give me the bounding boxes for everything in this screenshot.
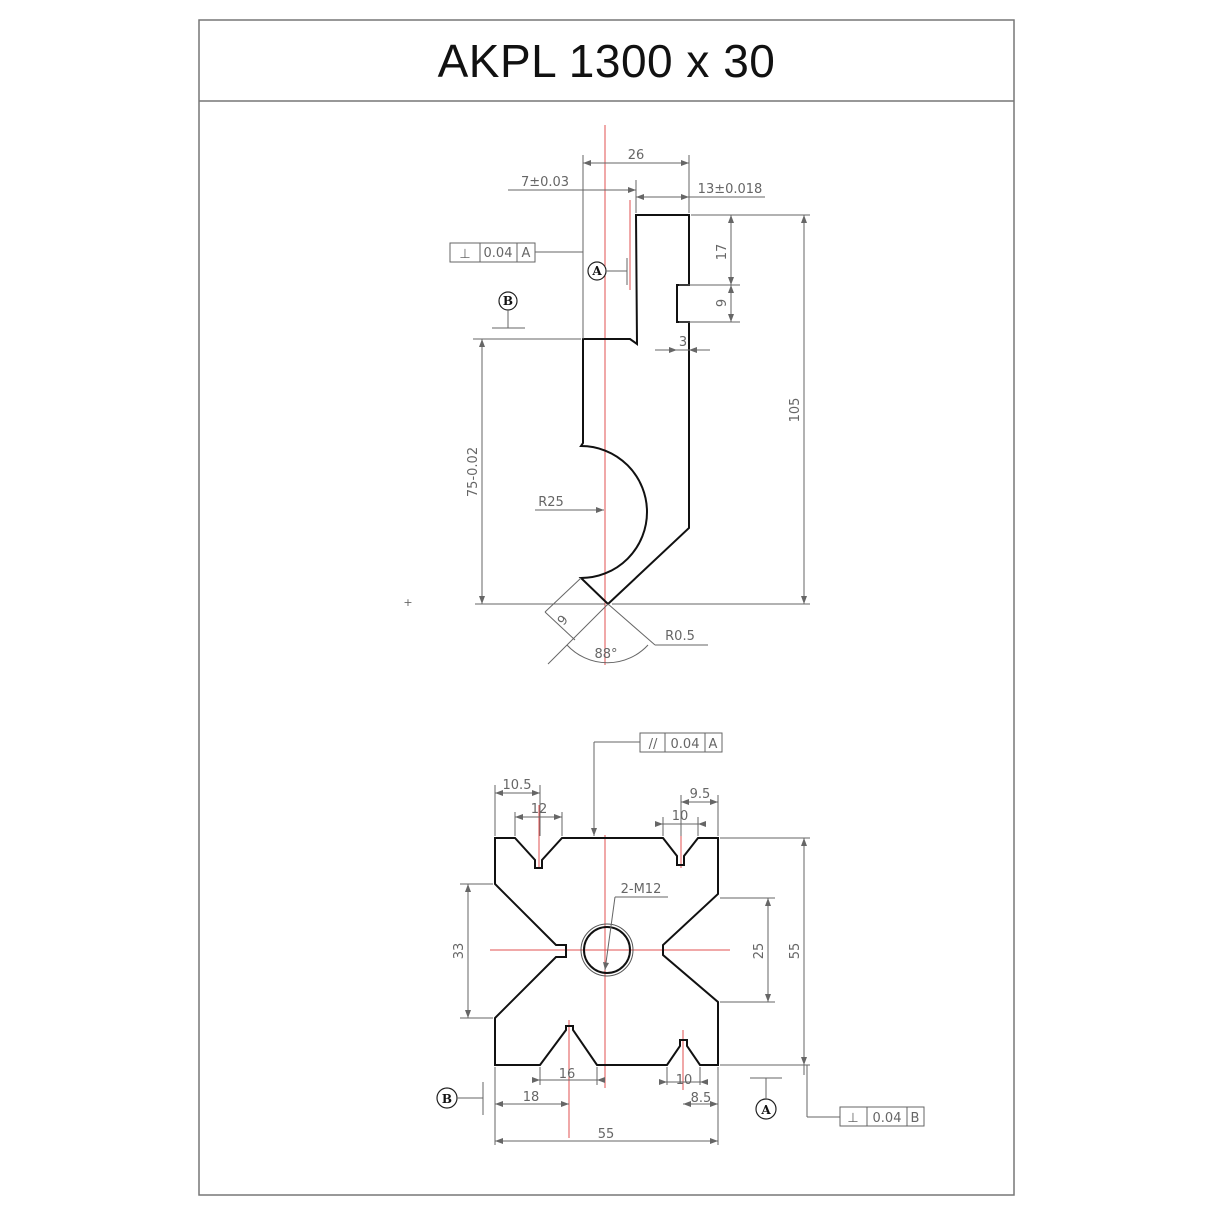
parallel-datum: A bbox=[709, 737, 718, 752]
dim-total-height: 105 bbox=[612, 215, 810, 605]
label-radius: R25 bbox=[538, 495, 564, 510]
title-block: AKPL 1300 x 30 bbox=[199, 20, 1014, 101]
drawing-title: AKPL 1300 x 30 bbox=[437, 34, 776, 87]
perp-bottom-datum: B bbox=[911, 1111, 920, 1126]
label-notch-depth: 3 bbox=[679, 335, 687, 350]
dim-lower-height: 75-0.02 bbox=[466, 338, 605, 605]
dim-offset-right: 13±0.018 bbox=[636, 182, 765, 200]
sheet-border bbox=[198, 19, 1015, 1196]
dim-notch-depth: 3 bbox=[655, 335, 710, 353]
label-notch-height: 9 bbox=[715, 299, 730, 307]
parallel-symbol: // bbox=[649, 737, 658, 752]
tolerance-frame-parallel: // 0.04 A bbox=[591, 732, 723, 836]
label-right-inner: 25 bbox=[752, 943, 767, 960]
label-top-right-v: 10 bbox=[672, 809, 689, 824]
label-bottom-v-right: 10 bbox=[676, 1073, 693, 1088]
label-angle: 88° bbox=[594, 647, 617, 662]
label-lower-height: 75-0.02 bbox=[466, 447, 481, 497]
label-tip-radius: R0.5 bbox=[665, 629, 695, 644]
datum-a-label: A bbox=[591, 264, 602, 278]
svg-text:+: + bbox=[403, 596, 412, 609]
label-left-height: 33 bbox=[452, 943, 467, 960]
label-right-total: 55 bbox=[788, 943, 803, 960]
label-top-left-v: 12 bbox=[531, 802, 548, 817]
perp-datum: A bbox=[522, 246, 531, 261]
dim-radius: R25 bbox=[535, 495, 604, 513]
datum-a-bottom: A bbox=[750, 1077, 782, 1120]
label-bottom-v-left: 16 bbox=[559, 1067, 576, 1082]
parallel-value: 0.04 bbox=[671, 737, 700, 752]
label-hole: 2-M12 bbox=[621, 882, 662, 897]
label-top-right-offset: 9.5 bbox=[690, 787, 711, 802]
label-bottom-width: 55 bbox=[598, 1127, 615, 1142]
label-total-height: 105 bbox=[788, 398, 803, 423]
label-offset-left: 7±0.03 bbox=[521, 175, 569, 190]
dim-left-height: 33 bbox=[452, 883, 493, 1019]
label-bottom-right-offset: 8.5 bbox=[691, 1091, 712, 1106]
dim-top-left: 10.5 12 bbox=[494, 778, 563, 836]
dim-bottom-right-v: 10 bbox=[659, 1067, 708, 1088]
dim-bottom-right-offset: 8.5 bbox=[683, 1067, 719, 1145]
dim-width-26: 26 bbox=[582, 148, 690, 339]
datum-b-label: B bbox=[503, 294, 513, 308]
dim-offset-left: 7±0.03 bbox=[508, 175, 637, 213]
dim-bottom-left-offset: 18 bbox=[494, 1067, 569, 1145]
tolerance-frame-perp-bottom: ⊥ 0.04 B bbox=[720, 1064, 925, 1127]
tolerance-frame-perp-top: ⊥ 0.04 A bbox=[449, 242, 583, 263]
datum-b-bottom-label: B bbox=[442, 1092, 452, 1106]
dim-tip: 9 R0.5 88° bbox=[544, 577, 708, 665]
label-width: 26 bbox=[628, 148, 645, 163]
dim-notch: 17 9 bbox=[679, 214, 810, 323]
label-bottom-left-offset: 18 bbox=[523, 1090, 540, 1105]
datum-b-top: B bbox=[492, 291, 525, 329]
threaded-hole-outer bbox=[580, 923, 634, 977]
profile-outline bbox=[578, 214, 690, 606]
section-outline bbox=[494, 837, 719, 1066]
perp-bottom-value: 0.04 bbox=[873, 1111, 902, 1126]
profile-view: 26 7±0.03 13±0.018 1 bbox=[403, 125, 810, 665]
section-view: 10.5 12 9.5 10 bbox=[436, 732, 925, 1145]
label-offset-right: 13±0.018 bbox=[698, 182, 763, 197]
dim-right-inner: 25 bbox=[720, 897, 775, 1003]
datum-b-bottom: B bbox=[436, 1082, 484, 1115]
perp-value: 0.04 bbox=[484, 246, 513, 261]
threaded-hole bbox=[583, 926, 631, 974]
label-top-left-offset: 10.5 bbox=[503, 778, 532, 793]
dim-hole-callout: 2-M12 bbox=[603, 882, 668, 971]
datum-a-top: A bbox=[587, 258, 628, 285]
datum-a-bottom-label: A bbox=[760, 1103, 771, 1117]
dim-bottom-width: 55 bbox=[495, 1127, 718, 1144]
label-tip-flat: 9 bbox=[555, 613, 572, 629]
label-notch-top: 17 bbox=[715, 244, 730, 261]
dim-top-right: 9.5 10 bbox=[655, 787, 719, 836]
dim-bottom-left-v: 16 bbox=[532, 1067, 605, 1085]
perp-bottom-symbol: ⊥ bbox=[847, 1111, 858, 1126]
perp-symbol: ⊥ bbox=[459, 247, 470, 262]
